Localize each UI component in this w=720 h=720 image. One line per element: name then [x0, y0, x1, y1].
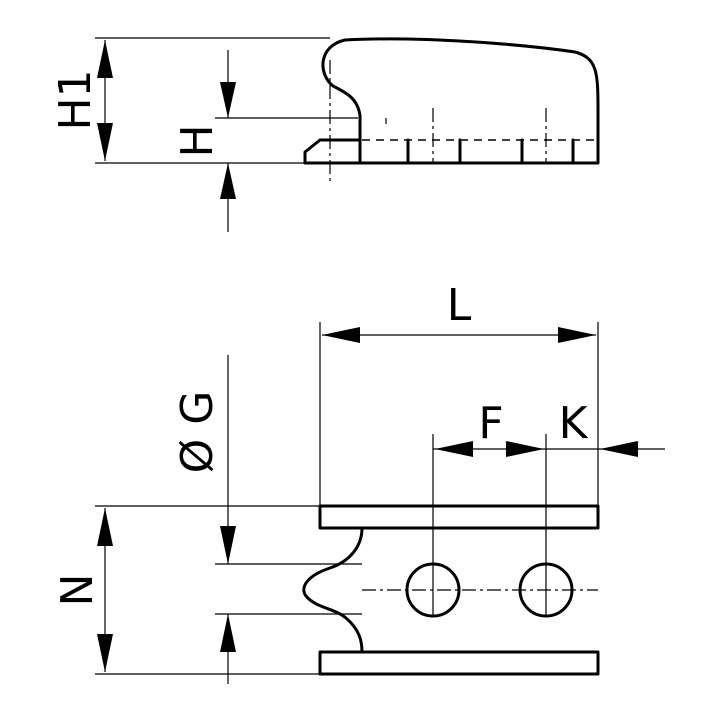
top-view: L F K N Ø G — [52, 280, 665, 684]
side-view: H1 H — [50, 37, 600, 232]
label-g: Ø G — [172, 391, 223, 474]
side-view-outline — [303, 37, 600, 165]
top-rail — [318, 504, 600, 530]
label-n: N — [52, 574, 103, 607]
label-l: L — [447, 280, 472, 331]
label-h1: H1 — [50, 69, 101, 130]
bottom-rail — [318, 650, 600, 676]
hook-profile — [302, 526, 364, 654]
label-f: F — [478, 398, 503, 449]
label-h: H — [172, 124, 223, 157]
label-k: K — [559, 398, 589, 449]
